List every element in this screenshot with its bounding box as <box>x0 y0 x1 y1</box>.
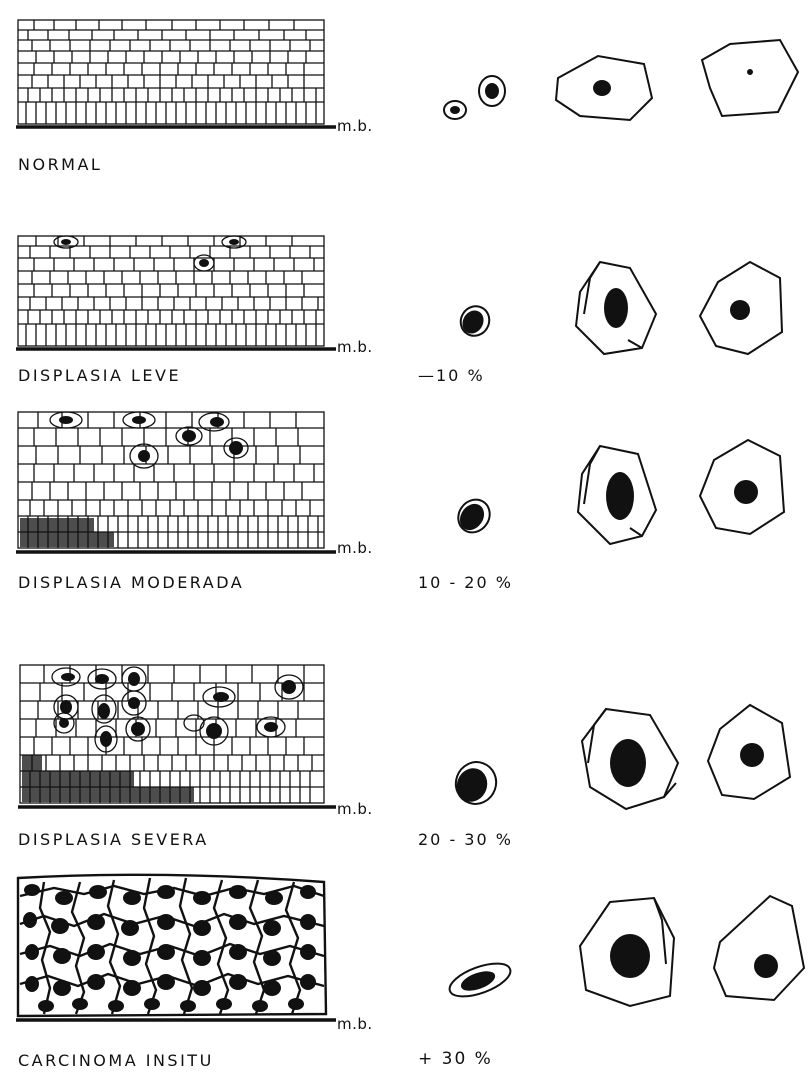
epithelium-leve-drawing <box>14 230 344 365</box>
percent-displasia-severa: 20 - 30 % <box>418 830 513 849</box>
basement-membrane-label: m.b. <box>337 800 373 818</box>
percent-carcinoma-insitu: + 30 % <box>418 1049 493 1069</box>
stage-label-displasia-leve: DISPLASIA LEVE <box>18 366 181 385</box>
basement-membrane-label: m.b. <box>337 117 373 135</box>
panel-displasia-severa: m.b. DISPLASIA SEVERA 20 - 30 % <box>0 655 811 855</box>
stage-label-normal: NORMAL <box>18 155 102 174</box>
epithelium-severa-drawing <box>14 657 344 822</box>
stage-label-displasia-severa: DISPLASIA SEVERA <box>18 830 209 849</box>
panel-displasia-moderada: m.b. DISPLASIA MODERADA 10 - 20 % <box>0 400 811 600</box>
epithelium-normal-drawing <box>14 14 344 149</box>
cell-drawings-normal <box>430 20 811 150</box>
stage-label-carcinoma-insitu: CARCINOMA INSITU <box>18 1051 214 1070</box>
epithelium-insitu-drawing <box>14 868 344 1028</box>
panel-normal: m.b. NORMAL <box>0 0 811 185</box>
stage-label-displasia-moderada: DISPLASIA MODERADA <box>18 573 244 592</box>
cell-drawings-leve <box>430 218 811 368</box>
cell-drawings-insitu <box>430 868 811 1038</box>
percent-displasia-moderada: 10 - 20 % <box>418 573 513 592</box>
cell-drawings-severa <box>430 655 811 825</box>
percent-displasia-leve: —10 % <box>418 366 485 385</box>
cell-drawings-moderada <box>430 400 811 560</box>
panel-displasia-leve: m.b. DISPLASIA LEVE —10 % <box>0 218 811 388</box>
basement-membrane-label: m.b. <box>337 539 373 557</box>
basement-membrane-label: m.b. <box>337 1015 373 1033</box>
basement-membrane-label: m.b. <box>337 338 373 356</box>
epithelium-moderada-drawing <box>14 406 344 566</box>
panel-carcinoma-insitu: m.b. CARCINOMA INSITU + 30 % <box>0 868 811 1078</box>
